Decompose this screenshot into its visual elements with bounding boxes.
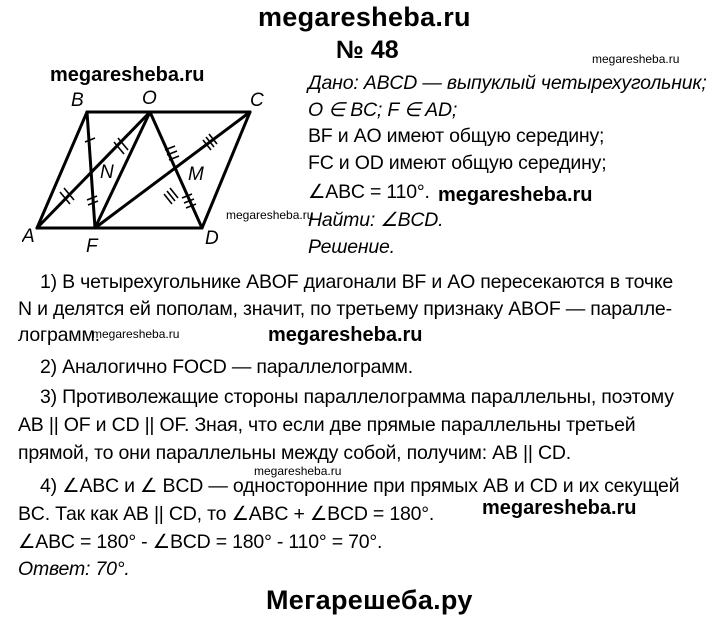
answer-line: Ответ: 70°. — [18, 558, 130, 580]
side-cd — [200, 110, 252, 230]
side-ab — [35, 110, 89, 230]
label-b: B — [71, 90, 84, 111]
label-f: F — [86, 236, 99, 257]
solution-line-3: лограмм. — [18, 324, 100, 346]
label-a: A — [22, 226, 35, 247]
geometry-figure: B O C A F D N M — [22, 88, 264, 257]
given-line-5: ∠ABC = 110°. — [308, 181, 430, 203]
given-solution-heading: Решение. — [308, 236, 395, 258]
label-m: M — [188, 164, 204, 185]
watermark-top: megaresheba.ru — [258, 2, 471, 32]
watermark-lower-right: megaresheba.ru — [482, 497, 637, 519]
given-line-1: Дано: ABCD — выпуклый четырехугольник; — [308, 72, 707, 94]
watermark-small-lower: megaresheba.ru — [92, 327, 180, 341]
watermark-small-right: megaresheba.ru — [592, 52, 680, 66]
watermark-small-mid: megaresheba.ru — [226, 208, 314, 222]
segment-od — [148, 110, 204, 230]
label-c: C — [250, 90, 264, 111]
solution-line-1: 1) В четырехугольнике ABOF диагонали BF … — [40, 271, 674, 293]
solution-line-10: ∠ABC = 180° - ∠BCD = 180° - 110° = 70°. — [18, 531, 383, 553]
watermark-under-text: megaresheba.ru — [268, 324, 423, 346]
label-d: D — [205, 228, 219, 249]
problem-number: № 48 — [336, 36, 399, 64]
solution-line-6: AB || OF и CD || OF. Зная, что если две … — [18, 414, 636, 436]
given-line-2: O ∈ BC; F ∈ AD; — [308, 99, 458, 121]
solution-line-5: 3) Противолежащие стороны параллелограмм… — [40, 386, 674, 408]
label-o: O — [142, 88, 157, 109]
segment-fc — [93, 110, 252, 230]
solution-line-8: 4) ∠ABC и ∠ BCD — односторонние при прям… — [40, 475, 680, 497]
watermark-bottom: Мегарешеба.ру — [266, 585, 473, 615]
solution-line-9: BC. Так как AB || CD, то ∠ABC + ∠BCD = 1… — [18, 503, 435, 525]
given-line-3: BF и AO имеют общую середину; — [308, 125, 605, 147]
watermark-mid-right: megaresheba.ru — [438, 184, 593, 206]
segment-ao — [35, 110, 152, 230]
segment-of — [93, 110, 152, 230]
given-find: Найти: ∠BCD. — [308, 209, 444, 231]
solution-line-7: прямой, то они параллельны между собой, … — [18, 442, 571, 464]
label-n: N — [100, 162, 114, 183]
segment-bf — [85, 110, 97, 230]
watermark-small-bottom: megaresheba.ru — [254, 464, 342, 478]
solution-line-2: N и делятся ей пополам, значит, по треть… — [18, 298, 672, 320]
given-line-4: FC и OD имеют общую середину; — [308, 152, 607, 174]
watermark-figure: megaresheba.ru — [50, 64, 205, 86]
solution-line-4: 2) Аналогично FOCD — параллелограмм. — [40, 356, 413, 378]
